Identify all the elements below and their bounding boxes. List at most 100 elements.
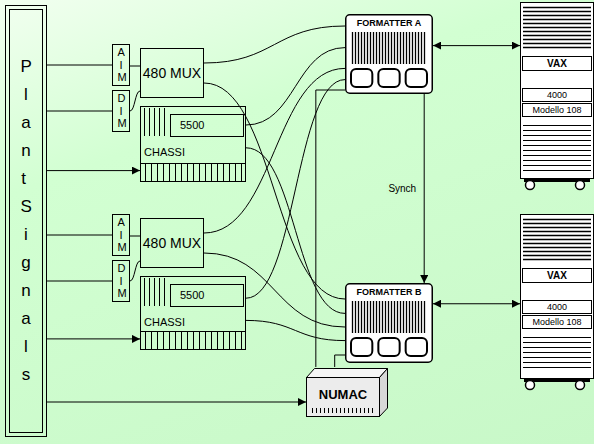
input-module: AIM <box>112 44 130 86</box>
detail-stroke <box>352 301 353 333</box>
signal-line <box>424 94 425 283</box>
detail-stroke <box>376 301 377 333</box>
side-face <box>380 369 388 417</box>
detail-stroke <box>412 301 413 333</box>
mux-label: 480 MUX <box>143 235 201 251</box>
detail-stroke <box>523 160 591 161</box>
detail-stroke <box>388 301 389 333</box>
detail-stroke <box>421 32 422 64</box>
detail-stroke <box>151 332 152 349</box>
detail-stroke <box>159 108 160 136</box>
caster-wheel <box>526 381 535 390</box>
outline <box>351 338 372 356</box>
detail-stroke <box>523 7 591 9</box>
detail-stroke <box>523 219 591 221</box>
detail-stroke <box>144 278 145 306</box>
chassis-label: CHASSI <box>144 146 185 158</box>
detail-stroke <box>415 32 416 64</box>
detail-stroke <box>235 164 236 181</box>
outline <box>6 6 47 437</box>
connector-group <box>47 26 520 402</box>
detail-stroke <box>418 32 419 64</box>
detail-stroke <box>324 408 325 413</box>
detail-stroke <box>360 408 361 413</box>
detail-stroke <box>145 332 146 349</box>
detail-stroke <box>241 164 242 181</box>
detail-stroke <box>140 331 246 332</box>
detail-stroke <box>424 32 425 64</box>
computer-name: VAX <box>545 58 569 69</box>
detail-stroke <box>181 164 182 181</box>
detail-stroke <box>394 301 395 333</box>
detail-stroke <box>523 31 591 33</box>
detail-stroke <box>364 408 365 413</box>
detail-stroke <box>217 164 218 181</box>
outline <box>346 284 433 363</box>
detail-stroke <box>523 11 591 13</box>
detail-stroke <box>367 301 368 333</box>
detail-stroke <box>144 108 145 136</box>
detail-stroke <box>523 239 591 241</box>
outline <box>406 69 427 87</box>
input-module: DIM <box>112 90 130 132</box>
caster-wheel <box>526 181 535 190</box>
model-number: 4000 <box>545 90 569 100</box>
detail-stroke <box>376 32 377 64</box>
detail-stroke <box>523 337 591 338</box>
detail-stroke <box>523 155 591 156</box>
detail-stroke <box>145 164 146 181</box>
detail-stroke <box>400 301 401 333</box>
detail-stroke <box>358 301 359 333</box>
detail-stroke <box>523 259 591 261</box>
signal-line <box>246 48 345 125</box>
detail-stroke <box>149 278 150 306</box>
detail-stroke <box>368 408 369 413</box>
chassis-rack: 5500CHASSI <box>140 276 246 350</box>
detail-stroke <box>205 332 206 349</box>
detail-stroke <box>149 108 150 136</box>
detail-stroke <box>379 32 380 64</box>
detail-stroke <box>187 164 188 181</box>
edge-label: Synch <box>386 183 418 194</box>
detail-stroke <box>352 32 353 64</box>
signal-line <box>47 111 112 112</box>
detail-stroke <box>241 332 242 349</box>
top-face <box>307 369 388 378</box>
signal-line <box>47 402 306 403</box>
detail-stroke <box>523 140 591 141</box>
detail-stroke <box>370 301 371 333</box>
detail-stroke <box>373 301 374 333</box>
outline <box>523 57 592 71</box>
detail-stroke <box>364 301 365 333</box>
detail-stroke <box>312 408 313 413</box>
detail-stroke <box>523 235 591 237</box>
signal-line <box>130 261 140 281</box>
outline <box>406 338 427 356</box>
signal-line <box>204 68 345 233</box>
detail-stroke <box>361 32 362 64</box>
detail-stroke <box>159 278 160 306</box>
chassis-rack-drawing <box>140 106 246 182</box>
input-module: AIM <box>112 214 130 256</box>
detail-stroke <box>164 278 165 306</box>
vax-computer: VAX4000Modello 108 <box>520 2 594 190</box>
detail-stroke <box>211 164 212 181</box>
detail-stroke <box>358 32 359 64</box>
detail-stroke <box>406 32 407 64</box>
detail-stroke <box>421 301 422 333</box>
outline <box>10 10 43 433</box>
detail-stroke <box>523 247 591 249</box>
signal-line <box>130 66 140 67</box>
detail-stroke <box>403 301 404 333</box>
signal-line <box>130 91 140 111</box>
detail-stroke <box>523 23 591 25</box>
signal-line <box>335 355 345 367</box>
detail-stroke <box>193 164 194 181</box>
detail-stroke <box>361 301 362 333</box>
detail-stroke <box>523 165 591 166</box>
detail-stroke <box>316 408 317 413</box>
detail-stroke <box>523 357 591 358</box>
detail-stroke <box>163 332 164 349</box>
